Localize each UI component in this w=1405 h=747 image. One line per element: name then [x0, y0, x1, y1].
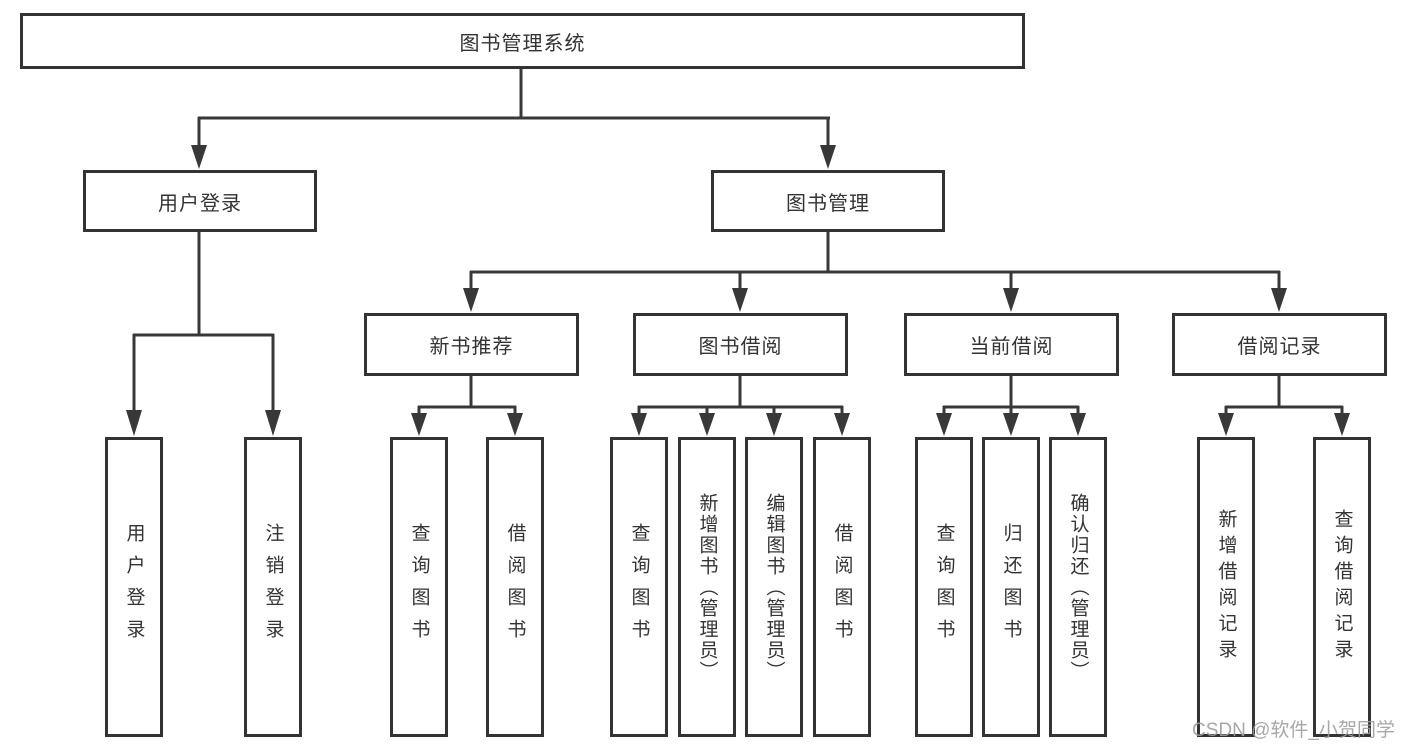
leaf-add-borrow-record: 新增借阅记录	[1197, 437, 1255, 737]
node-label: 查询借阅记录	[1331, 509, 1353, 665]
node-label: 归还图书	[1000, 523, 1022, 651]
leaf-query-books-recommend: 查询图书	[390, 437, 448, 737]
node-current-borrow: 当前借阅	[904, 313, 1119, 376]
connector-book-borrow-to-leaves	[631, 376, 850, 436]
node-label: 图书借阅	[698, 336, 783, 358]
leaf-user-login: 用户登录	[105, 437, 163, 737]
node-root-library-management-system: 图书管理系统	[20, 13, 1025, 69]
csdn-watermark: CSDN @软件_小贺同学	[1192, 720, 1395, 741]
node-label: 新书推荐	[429, 336, 514, 358]
node-label: 查询图书	[408, 523, 430, 651]
node-label: 借阅图书	[504, 523, 526, 651]
node-label: 新增借阅记录	[1215, 509, 1237, 665]
node-label: 确认归还（管理员）	[1067, 492, 1089, 682]
leaf-query-books-current: 查询图书	[915, 437, 973, 737]
node-label: 新增图书（管理员）	[696, 492, 718, 682]
connector-user-login-to-leaves	[126, 232, 281, 436]
connector-current-borrow-to-leaves	[936, 376, 1086, 436]
node-book-management: 图书管理	[711, 170, 945, 232]
node-label: 借阅记录	[1237, 336, 1322, 358]
leaf-query-books-borrow: 查询图书	[610, 437, 668, 737]
node-user-login: 用户登录	[83, 170, 317, 232]
node-label: 用户登录	[158, 192, 242, 215]
node-label: 用户登录	[123, 523, 145, 651]
node-label: 当前借阅	[969, 336, 1054, 358]
connector-borrow-records-to-leaves	[1218, 376, 1350, 436]
leaf-borrow-books-recommend: 借阅图书	[486, 437, 544, 737]
node-label: 图书管理系统	[459, 32, 586, 55]
leaf-confirm-return-admin: 确认归还（管理员）	[1049, 437, 1107, 737]
leaf-add-books-admin: 新增图书（管理员）	[678, 437, 736, 737]
node-label: 借阅图书	[831, 523, 853, 651]
node-label: 编辑图书（管理员）	[763, 492, 785, 682]
connector-root-to-level2	[191, 69, 836, 169]
leaf-borrow-books: 借阅图书	[813, 437, 871, 737]
connector-book-management-to-level3	[463, 232, 1287, 312]
leaf-query-borrow-record: 查询借阅记录	[1313, 437, 1371, 737]
node-borrow-records: 借阅记录	[1172, 313, 1387, 376]
leaf-return-books: 归还图书	[982, 437, 1040, 737]
node-label: 查询图书	[628, 523, 650, 651]
node-book-borrow: 图书借阅	[633, 313, 848, 376]
connector-new-book-recommend-to-leaves	[411, 376, 523, 436]
node-new-book-recommend: 新书推荐	[364, 313, 579, 376]
leaf-edit-books-admin: 编辑图书（管理员）	[745, 437, 803, 737]
node-label: 图书管理	[786, 192, 870, 215]
leaf-logout: 注销登录	[244, 437, 302, 737]
node-label: 查询图书	[933, 523, 955, 651]
node-label: 注销登录	[262, 523, 284, 651]
